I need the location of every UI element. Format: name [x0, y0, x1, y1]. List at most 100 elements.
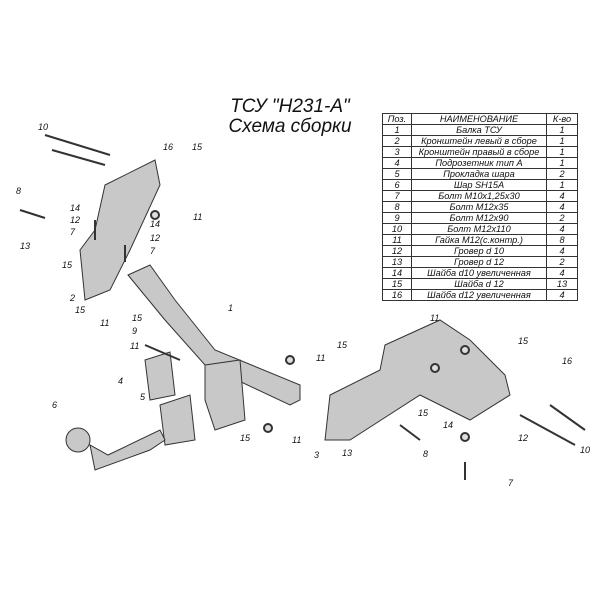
callout-label: 12 [150, 233, 161, 243]
callout-label: 12 [70, 215, 81, 225]
callout-label: 15 [337, 340, 348, 350]
callout-label: 8 [423, 449, 429, 459]
table-cell: 1 [546, 135, 578, 147]
callout-label: 14 [70, 203, 81, 213]
table-cell: Балка ТСУ [411, 124, 547, 136]
table-cell: 4 [546, 245, 578, 257]
callout-label: 15 [192, 142, 203, 152]
table-cell: Болт М12х90 [411, 212, 547, 224]
callout-label: 14 [150, 219, 161, 229]
table-cell: 10 [382, 223, 412, 235]
header-name: НАИМЕНОВАНИЕ [411, 113, 547, 125]
table-cell: Гровер d 12 [411, 256, 547, 268]
table-cell: 2 [546, 168, 578, 180]
tow-ball [65, 427, 91, 453]
table-cell: 11 [382, 234, 412, 246]
diagram-title: ТСУ "H231-A" [230, 96, 350, 117]
table-cell: Гайка М12(с.контр.) [411, 234, 547, 246]
callout-label: 16 [562, 356, 573, 366]
table-cell: 9 [382, 212, 412, 224]
callout-label: 11 [316, 353, 326, 363]
table-cell: 16 [382, 289, 412, 301]
callout-label: 15 [418, 408, 429, 418]
table-cell: 8 [546, 234, 578, 246]
table-cell: Шайба d 12 [411, 278, 547, 290]
table-cell: 1 [546, 157, 578, 169]
table-cell: 1 [382, 124, 412, 136]
callout-label: 15 [75, 305, 86, 315]
table-cell: 8 [382, 201, 412, 213]
callout-label: 15 [518, 336, 529, 346]
callout-label: 13 [342, 448, 353, 458]
callout-label: 6 [52, 400, 58, 410]
table-cell: 2 [546, 212, 578, 224]
table-cell: 5 [382, 168, 412, 180]
callout-label: 9 [132, 326, 138, 336]
callout-label: 7 [70, 227, 76, 237]
callout-label: 11 [193, 212, 203, 222]
callout-label: 5 [140, 392, 146, 402]
callout-label: 15 [240, 433, 251, 443]
callout-label: 15 [132, 313, 143, 323]
callout-label: 11 [430, 313, 440, 323]
table-cell: 3 [382, 146, 412, 158]
header-qty: К-во [546, 113, 578, 125]
callout-label: 14 [443, 420, 454, 430]
table-cell: 1 [546, 124, 578, 136]
table-cell: 15 [382, 278, 412, 290]
callout-label: 13 [20, 241, 31, 251]
table-cell: 4 [546, 190, 578, 202]
callout-label: 10 [580, 445, 591, 455]
callout-label: 11 [292, 435, 302, 445]
table-cell: 2 [546, 256, 578, 268]
table-cell: 14 [382, 267, 412, 279]
table-cell: 4 [382, 157, 412, 169]
table-cell: 1 [546, 146, 578, 158]
ball-neck [89, 429, 166, 471]
callout-label: 2 [70, 293, 76, 303]
table-cell: 4 [546, 201, 578, 213]
callout-label: 1 [228, 303, 234, 313]
callout-label: 3 [314, 450, 320, 460]
callout-label: 11 [100, 318, 110, 328]
table-cell: Гровер d 10 [411, 245, 547, 257]
table-cell: 13 [546, 278, 578, 290]
table-cell: 7 [382, 190, 412, 202]
ball-pad [159, 394, 196, 446]
ball-mount [204, 359, 246, 431]
table-cell: 2 [382, 135, 412, 147]
table-cell: Болт М10х1,25х30 [411, 190, 547, 202]
table-cell: Шайба d10 увеличенная [411, 267, 547, 279]
callout-label: 11 [130, 341, 140, 351]
right-bracket [324, 319, 511, 441]
callout-label: 10 [38, 122, 49, 132]
table-cell: Кронштейн левый в сборе [411, 135, 547, 147]
callout-label: 8 [16, 186, 22, 196]
table-cell: 6 [382, 179, 412, 191]
table-cell: Прокладка шара [411, 168, 547, 180]
table-cell: 12 [382, 245, 412, 257]
callout-label: 4 [118, 376, 124, 386]
callout-label: 16 [163, 142, 174, 152]
left-bracket [79, 159, 161, 301]
table-cell: Шайба d12 увеличенная [411, 289, 547, 301]
header-pos: Поз. [382, 113, 412, 125]
